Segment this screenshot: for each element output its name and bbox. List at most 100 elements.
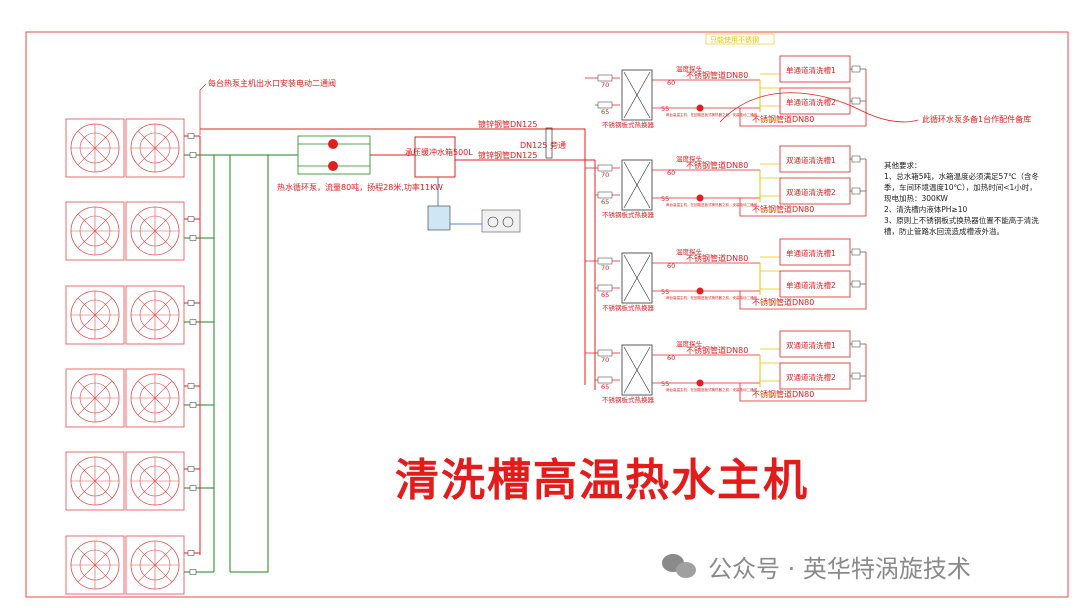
tank-valve-icon (851, 280, 861, 288)
fan-blade (94, 564, 113, 583)
cleaning-tank (779, 238, 851, 266)
hx-cross (623, 161, 651, 209)
fan-blade (154, 130, 173, 149)
hx-valve-icon (597, 257, 613, 265)
small-note: 两台高温主机，在回路进板式换热器之前，安装电动二通阀 (666, 295, 757, 300)
small-note: 两台高温主机，在回路进板式换热器之前，安装电动二通阀 (666, 387, 757, 392)
cleaning-tank-label: 双通道清洗槽2 (786, 187, 836, 197)
tank-return-line (739, 108, 867, 127)
hx-valve-icon (597, 349, 613, 357)
valve-note-leader (199, 83, 207, 135)
fan-blade (137, 147, 156, 166)
fan-blade (77, 463, 96, 482)
notes-item-1: 1、总水箱5吨，水箱温度必须满足57℃（含冬季，车间环境温度10℃），加热时间<… (884, 172, 1040, 203)
hx-group: 不锈钢板式热换器70656055温度探头不锈钢管道DN80不锈钢管道DN80两台… (585, 145, 867, 219)
tank-valve-icon (851, 187, 861, 195)
temp-55-label: 55 (661, 105, 669, 113)
fan-blade (77, 230, 96, 249)
inlet-valve-icon (189, 235, 197, 241)
fan-blade (137, 314, 156, 333)
ss-pipe-return-label: 不锈钢管道DN80 (752, 389, 814, 399)
cleaning-tank-label: 双通道清洗槽2 (786, 372, 836, 382)
fan-blade (94, 547, 113, 566)
fan-blade (77, 314, 96, 333)
cleaning-tank-label: 双通道清洗槽1 (786, 340, 836, 350)
pump-label: 热水循环泵，流量80吨，扬程28米,功率11KW (277, 182, 443, 192)
fan-blade (77, 564, 96, 583)
fan-blade (77, 213, 96, 232)
hx-valve-icon (597, 284, 613, 292)
cleaning-tank-label: 单通道清洗槽1 (786, 65, 836, 75)
cleaning-tank-label: 单通道清洗槽1 (786, 248, 836, 258)
notes-item-3: 3、原则上不锈钢板式换热器位置不能高于清洗槽，防止管路水回流造成槽液外溢。 (884, 216, 1039, 236)
watermark-text: 公众号 · 英华特涡旋技术 (708, 554, 971, 583)
controller-gauge-2-icon (502, 216, 514, 228)
fan-blade (94, 130, 113, 149)
outlet-valve-icon (187, 216, 195, 222)
hx-group: 不锈钢板式热换器70656055温度探头不锈钢管道DN80不锈钢管道DN80两台… (585, 238, 867, 312)
ss-pipe-return-label: 不锈钢管道DN80 (752, 114, 814, 124)
temp-60-label: 60 (667, 262, 675, 270)
outlet-valve-icon (187, 466, 195, 472)
temp-probe-label: 温度探头 (676, 339, 703, 348)
wechat-icon (660, 550, 700, 582)
temp-70-label: 70 (601, 264, 609, 272)
hx-valve-icon (597, 164, 613, 172)
temp-55-label: 55 (661, 195, 669, 203)
temp-probe-label: 温度探头 (676, 247, 703, 256)
fan-blade (154, 463, 173, 482)
temp-65-label: 65 (601, 291, 609, 299)
buffer-tank (414, 136, 456, 178)
hx-label: 不锈钢板式热换器 (602, 303, 655, 312)
temp-probe-label: 温度探头 (676, 154, 703, 163)
inlet-valve-icon (189, 152, 197, 158)
cleaning-tank (779, 55, 851, 83)
hx-label: 不锈钢板式热换器 (602, 395, 655, 404)
fan-blade (94, 314, 113, 333)
cleaning-tank (779, 330, 851, 358)
top-yellow-label: 只能使用不锈钢 (710, 35, 759, 44)
hx-label: 不锈钢板式热换器 (602, 120, 655, 129)
fan-blade (154, 480, 173, 499)
tank-valve-icon (851, 340, 861, 348)
pipe-bottom-label: 镀锌钢管DN125 (478, 150, 537, 160)
pump-1-icon (328, 139, 338, 149)
bypass-valve-icon (545, 127, 553, 159)
tank-valve-icon (851, 155, 861, 163)
fan-blade (137, 397, 156, 416)
controller-gauge-1-icon (487, 216, 499, 228)
temp-55-label: 55 (661, 288, 669, 296)
hx-cross (623, 254, 651, 302)
top-yellow-marker (705, 33, 775, 45)
controller-box (481, 209, 521, 233)
cleaning-tank (779, 362, 851, 390)
supply-header (200, 128, 586, 385)
hx-valve-icon (597, 191, 613, 199)
small-note: 两台高温主机，在回路进板式换热器之前，安装电动二通阀 (666, 202, 757, 207)
fan-blade (94, 297, 113, 316)
inlet-valve-icon (189, 485, 197, 491)
tank-return-line (739, 198, 867, 217)
temp-60-label: 60 (667, 79, 675, 87)
temp-60-label: 60 (667, 169, 675, 177)
ss-pipe-return-label: 不锈钢管道DN80 (752, 297, 814, 307)
fan-blade (137, 480, 156, 499)
temp-probe-label: 温度探头 (676, 64, 703, 73)
fan-blade (94, 397, 113, 416)
bypass-label: DN125 旁通 (520, 140, 566, 150)
watermark: 公众号 · 英华特涡旋技术 (660, 546, 971, 586)
heat-pump-units (65, 118, 214, 595)
inlet-valve-icon (189, 402, 197, 408)
fan-blade (137, 564, 156, 583)
fan-blade (94, 480, 113, 499)
tank-valve-icon (851, 372, 861, 380)
fan-blade (154, 380, 173, 399)
temp-70-label: 70 (601, 356, 609, 364)
expansion-device (427, 205, 451, 231)
cleaning-tank (779, 145, 851, 173)
hx-valve-icon (597, 376, 613, 384)
tank-return-line (739, 383, 867, 402)
temp-70-label: 70 (601, 81, 609, 89)
outlet-valve-icon (187, 550, 195, 556)
